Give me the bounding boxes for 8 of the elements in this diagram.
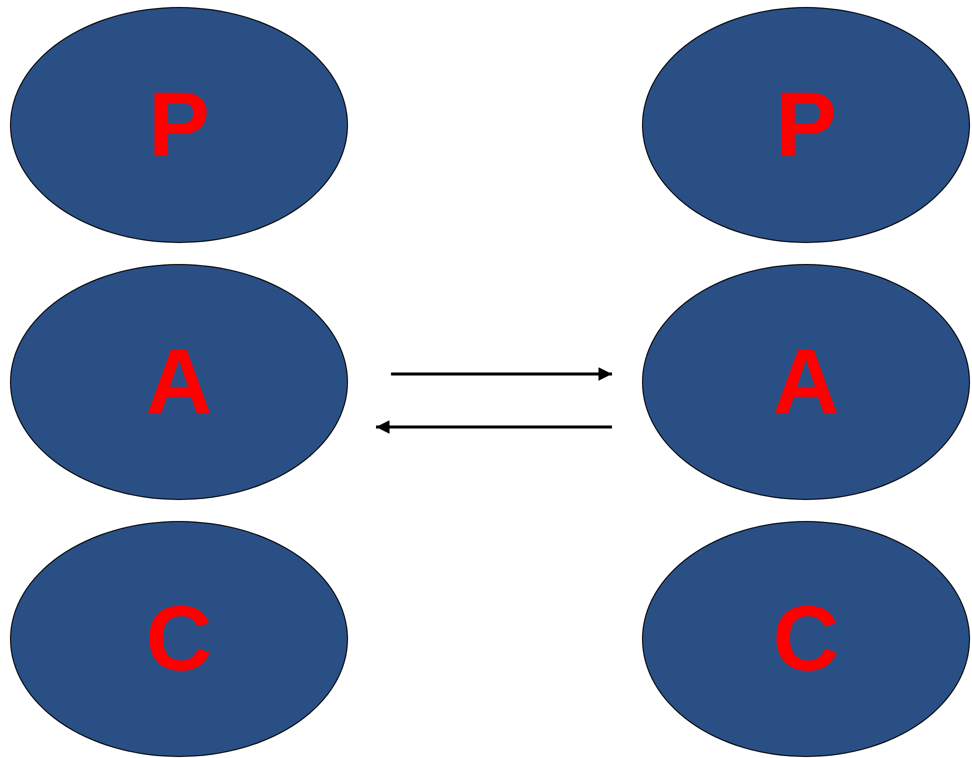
node-label: C — [772, 593, 840, 685]
arrow — [391, 367, 612, 381]
arrow — [376, 420, 612, 434]
node-label: A — [146, 336, 212, 428]
node-label: C — [146, 593, 212, 685]
node-label: A — [772, 336, 840, 428]
node-label: P — [148, 79, 210, 171]
node-label: P — [775, 79, 837, 171]
